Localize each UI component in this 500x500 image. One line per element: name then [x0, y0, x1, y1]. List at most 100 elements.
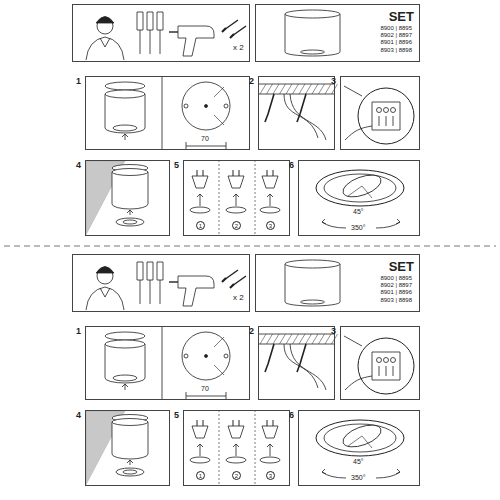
illustration-stroke: [358, 338, 414, 394]
illustration-stroke: [96, 17, 114, 24]
illustration-stroke: [262, 176, 278, 188]
illustration-stroke: [105, 332, 145, 340]
illustration-stroke: [228, 176, 244, 188]
illustration-stroke: [190, 457, 210, 463]
angle-label: 45°: [352, 208, 365, 215]
illustration-stroke: [293, 334, 299, 344]
illustration-stroke: [224, 104, 228, 108]
illustration-stroke: [267, 170, 273, 176]
illustration-stroke: [306, 334, 312, 344]
illustration-stroke: [267, 420, 273, 426]
illustration-stroke: [112, 422, 148, 459]
illustration-stroke: [258, 84, 335, 94]
illustration-stroke: [147, 262, 153, 280]
illustration-stroke: [178, 26, 214, 56]
illustration-stroke: [285, 264, 340, 306]
tools-panel: x 2: [72, 4, 250, 62]
illustration-stroke: [265, 344, 274, 372]
illustration-stroke: [112, 169, 148, 176]
rotation-label: 350°: [350, 224, 366, 231]
illustration-stroke: [186, 392, 226, 399]
set-panel: SET8900 | 8895 8902 | 8897 8901 | 8896 8…: [255, 4, 420, 62]
illustration-stroke: [267, 444, 273, 456]
illustration-stroke: [150, 30, 151, 54]
dimension-label: 70: [200, 135, 210, 142]
step-number: 4: [76, 410, 81, 420]
illustration-stroke: [140, 280, 141, 304]
illustration-stroke: [182, 332, 230, 380]
illustration-stroke: [233, 444, 239, 456]
illustration-stroke: [116, 218, 144, 226]
illustration-stroke: [197, 420, 203, 426]
illustration-stroke: [147, 12, 153, 30]
illustration-stroke: [169, 31, 178, 32]
illustration-stroke: [182, 82, 230, 130]
illustration-stroke: [297, 344, 306, 372]
illustration-stroke: [262, 426, 278, 438]
illustration-stroke: [344, 336, 362, 346]
step-panel: 2: [258, 326, 335, 400]
illustration-stroke: [391, 358, 396, 363]
illustration-stroke: [340, 421, 384, 452]
illustration-stroke: [372, 352, 400, 380]
option-number: 1: [196, 471, 205, 480]
angle-label: 45°: [352, 458, 365, 465]
illustration-stroke: [160, 30, 161, 54]
illustration-stroke: [322, 469, 346, 478]
illustration-stroke: [197, 444, 203, 456]
illustration-stroke: [226, 207, 246, 213]
illustration-stroke: [112, 419, 148, 426]
illustration-stroke: [319, 334, 325, 344]
illustration-stroke: [348, 186, 372, 198]
step-number: 6: [289, 160, 294, 170]
illustration-stroke: [192, 426, 208, 438]
illustration-stroke: [205, 105, 208, 108]
illustration-stroke: [105, 90, 145, 98]
step-panel: 3: [340, 326, 420, 400]
illustration-stroke: [258, 334, 335, 344]
illustration-stroke: [105, 94, 145, 133]
step-number: 2: [249, 326, 254, 336]
illustration-stroke: [316, 170, 404, 206]
step-panel: 3: [340, 76, 420, 150]
step-number: 4: [76, 160, 81, 170]
illustration-stroke: [228, 426, 244, 438]
illustration-stroke: [150, 280, 151, 304]
illustration-stroke: [233, 194, 239, 206]
illustration-stroke: [285, 14, 340, 56]
illustration-stroke: [301, 50, 325, 54]
illustration-stroke: [140, 30, 141, 54]
option-number: 3: [266, 471, 275, 480]
illustration-stroke: [384, 108, 389, 113]
illustration-stroke: [376, 219, 400, 228]
set-panel: SET8900 | 8895 8902 | 8897 8901 | 8896 8…: [255, 254, 420, 312]
illustration-stroke: [122, 384, 128, 390]
illustration-stroke: [345, 126, 372, 140]
illustration-stroke: [265, 94, 274, 122]
illustration-stroke: [219, 410, 255, 486]
step-number: 3: [331, 76, 336, 86]
illustration-stroke: [273, 334, 279, 344]
illustration-stroke: [157, 12, 163, 30]
illustration-stroke: [112, 172, 148, 209]
illustration-stroke: [297, 94, 306, 122]
illustration-stroke: [157, 262, 163, 280]
illustration-stroke: [285, 260, 340, 268]
illustration-stroke: [322, 219, 346, 228]
illustration-stroke: [96, 267, 114, 274]
rotation-label: 350°: [350, 474, 366, 481]
step-number: 5: [174, 410, 179, 420]
dimension-label: 70: [200, 385, 210, 392]
illustration-stroke: [393, 116, 394, 126]
illustration-stroke: [205, 355, 208, 358]
illustration-stroke: [299, 84, 305, 94]
article-numbers: 8900 | 8895 8902 | 8897 8901 | 8896 8903…: [380, 275, 414, 304]
illustration-stroke: [280, 84, 286, 94]
step-number: 2: [249, 76, 254, 86]
illustration-stroke: [325, 84, 331, 94]
illustration-stroke: [273, 84, 279, 94]
illustration-stroke: [290, 344, 326, 390]
illustration-stroke: [219, 160, 255, 236]
illustration-stroke: [280, 334, 286, 344]
